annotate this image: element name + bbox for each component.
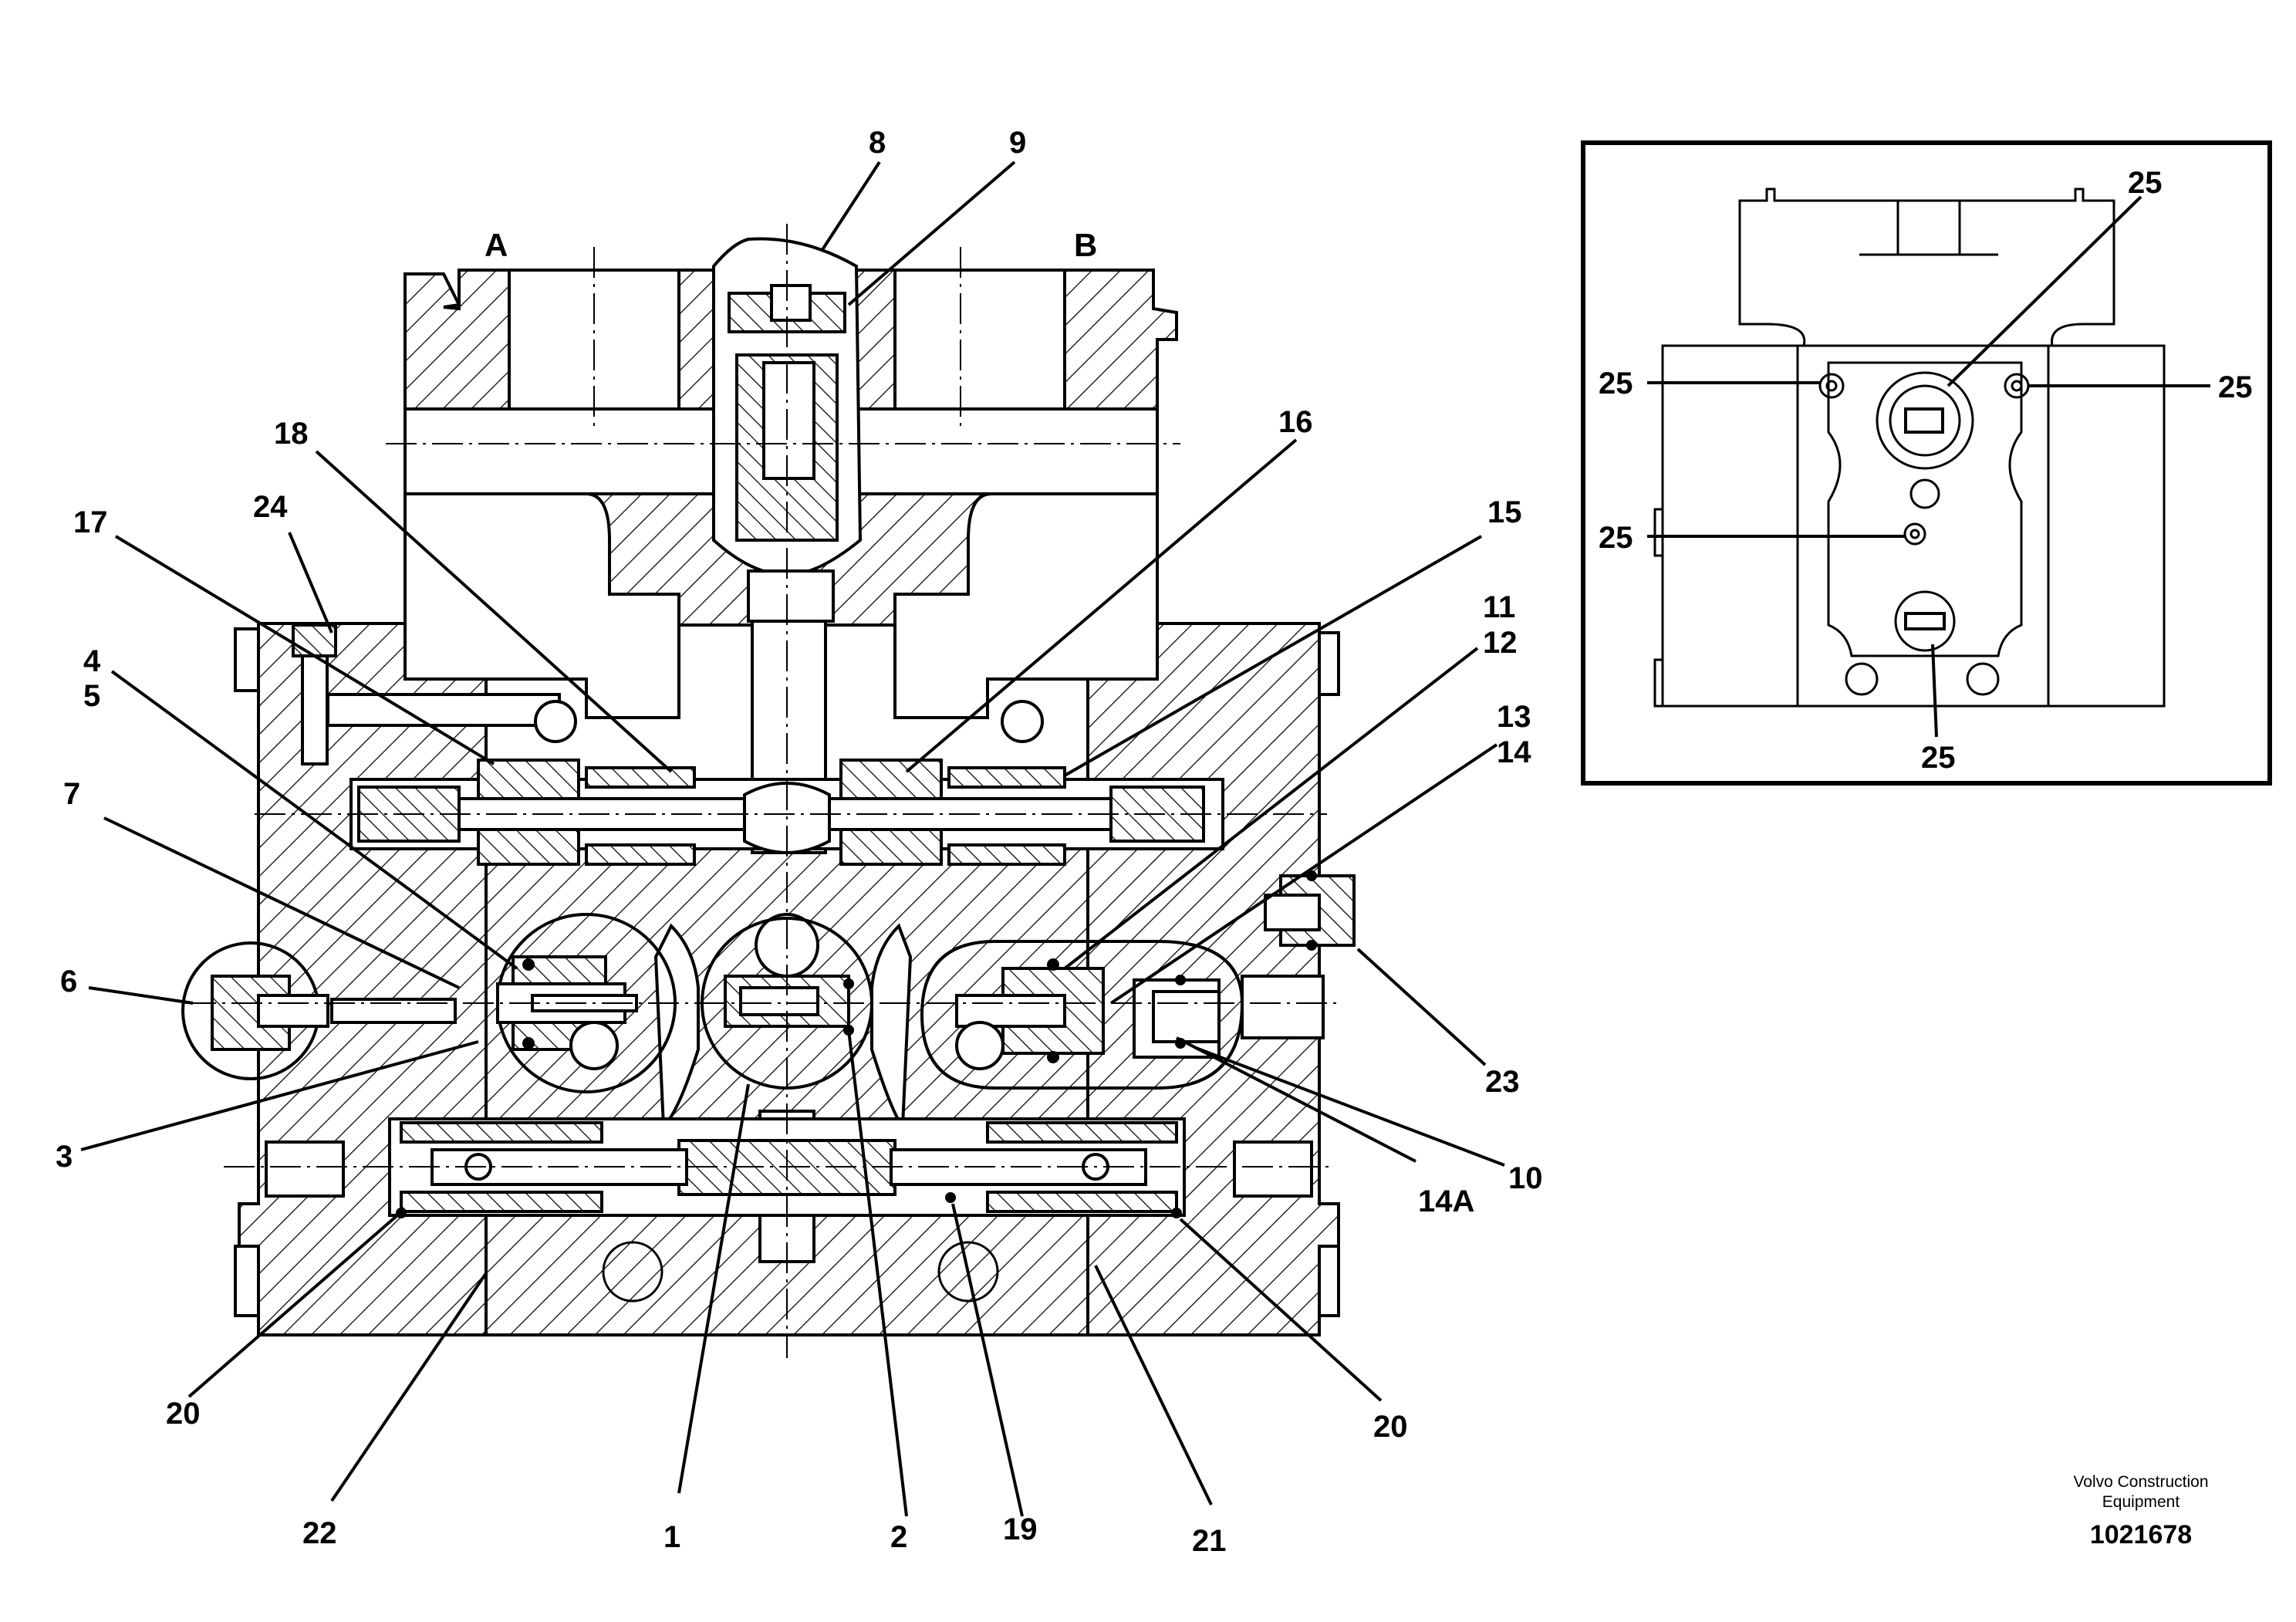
port-b-label: B xyxy=(1074,227,1097,263)
callout-24: 24 xyxy=(253,490,288,524)
port-a-label: A xyxy=(485,227,508,263)
callout-14a: 14A xyxy=(1418,1184,1474,1218)
callout-19: 19 xyxy=(1003,1512,1038,1546)
callout-9: 9 xyxy=(1009,126,1026,160)
callout-14: 14 xyxy=(1497,735,1531,769)
callout-5: 5 xyxy=(83,679,100,713)
right-plug-detail xyxy=(1241,870,1356,1039)
callout-23: 23 xyxy=(1485,1065,1520,1099)
breather-fitting xyxy=(292,623,1044,765)
callout-6: 6 xyxy=(60,965,77,999)
lug-right-top xyxy=(1318,631,1340,696)
right-pressure-valve-detail xyxy=(920,940,1244,1090)
maker-name-line2: Equipment xyxy=(2102,1493,2180,1511)
document-number: 1021678 xyxy=(2090,1520,2192,1549)
lug-right-bottom xyxy=(1318,1245,1340,1317)
callout-10: 10 xyxy=(1508,1161,1543,1195)
callout-25-top: 25 xyxy=(2128,166,2163,200)
callout-18: 18 xyxy=(274,417,309,451)
leader-lines xyxy=(80,161,2210,1517)
callout-22: 22 xyxy=(302,1516,337,1550)
main-section-view xyxy=(181,224,1356,1358)
callout-labels: 8 9 18 16 17 24 15 11 12 4 5 13 14 7 6 3… xyxy=(56,126,2253,1558)
bottom-bore-right xyxy=(937,1241,999,1303)
callout-25-left: 25 xyxy=(1599,367,1633,400)
callout-7: 7 xyxy=(63,777,80,811)
callout-25-bottom: 25 xyxy=(1921,741,1956,775)
callout-1: 1 xyxy=(663,1520,680,1554)
callout-25-right: 25 xyxy=(2218,370,2253,404)
callout-15: 15 xyxy=(1487,495,1522,529)
callout-4: 4 xyxy=(83,644,101,678)
callout-21: 21 xyxy=(1192,1524,1227,1558)
callout-13: 13 xyxy=(1497,700,1531,734)
callout-25-middle: 25 xyxy=(1599,521,1633,555)
maker-name-line1: Volvo Construction xyxy=(2073,1473,2208,1491)
left-port-channel xyxy=(403,492,680,719)
callout-12: 12 xyxy=(1483,626,1518,660)
callout-16: 16 xyxy=(1278,405,1313,439)
lug-left-top xyxy=(234,627,260,692)
lower-spool-assembly xyxy=(265,1117,1313,1218)
callout-8: 8 xyxy=(869,126,886,160)
callout-20-right: 20 xyxy=(1373,1410,1408,1444)
centre-lines xyxy=(185,224,1342,1358)
callout-11: 11 xyxy=(1483,590,1515,624)
callout-2: 2 xyxy=(890,1520,907,1554)
callout-20-left: 20 xyxy=(166,1397,201,1431)
callout-17: 17 xyxy=(73,505,108,539)
right-port-channel xyxy=(893,492,1159,719)
callout-3: 3 xyxy=(56,1140,73,1174)
inset-view xyxy=(1581,140,2272,786)
lug-left-bottom xyxy=(234,1245,260,1317)
inset-frame xyxy=(1581,140,2272,786)
bottom-bore-left xyxy=(602,1241,663,1303)
